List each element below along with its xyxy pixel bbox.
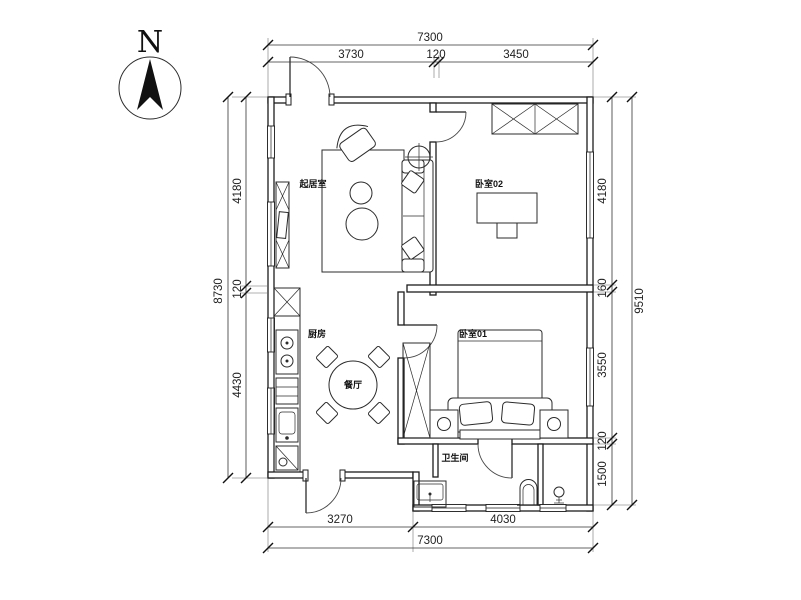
label-living-room: 起居室	[298, 178, 326, 189]
pillow-left	[458, 401, 494, 426]
sofa-pillow-top	[401, 170, 425, 194]
dim-top-total: 7300	[417, 32, 443, 44]
bedroom02-furniture	[476, 103, 579, 239]
desk-chair	[496, 222, 518, 239]
walls	[267, 96, 594, 512]
living-room-furniture	[275, 124, 434, 273]
dim-top-seg2: 120	[426, 49, 445, 61]
coffee-table-small	[349, 181, 373, 205]
dim-left-seg1: 4180	[232, 178, 244, 204]
entry-door	[285, 56, 335, 106]
wall-bed01-west-top	[397, 291, 405, 326]
label-kitchen: 厨房	[308, 328, 326, 339]
dim-bottom-seg2: 4030	[490, 514, 516, 526]
dim-left-seg2: 120	[232, 279, 244, 298]
wardrobe-bed01	[402, 342, 431, 439]
dining-chair-sw	[316, 402, 338, 424]
dim-bottom-seg1: 3270	[327, 514, 353, 526]
bedroom01-door	[403, 324, 438, 359]
wall-bath-divider	[537, 443, 544, 506]
label-dining-room: 餐厅	[343, 379, 362, 390]
vanity-sink	[413, 480, 447, 508]
windows	[267, 125, 594, 512]
kitchen-shelf	[275, 377, 299, 405]
nightstand-left	[429, 409, 459, 439]
wall-living-bed02-stub	[429, 102, 437, 113]
fridge-cabinet	[273, 287, 301, 317]
label-bedroom-01: 卧室01	[459, 328, 487, 339]
dim-right-seg2: 160	[597, 278, 609, 297]
dining-chair-se	[368, 402, 390, 424]
sofa-pillow-bottom	[401, 236, 425, 260]
tv-screen	[276, 211, 289, 240]
label-bedroom-02: 卧室02	[475, 178, 503, 189]
dim-right-seg4: 120	[597, 431, 609, 450]
label-bathroom: 卫生间	[441, 452, 468, 463]
double-bed	[447, 329, 553, 440]
coffee-table-large	[345, 207, 379, 241]
wall-top	[329, 96, 594, 104]
dimension-left: 8730 4180 120 4430	[213, 91, 267, 484]
dim-right-seg1: 4180	[597, 178, 609, 204]
north-letter: N	[137, 25, 163, 60]
bathroom-furniture	[413, 479, 565, 508]
dim-right-seg3: 3550	[597, 352, 609, 378]
kitchen-furniture	[273, 287, 301, 473]
dim-bottom-total: 7300	[417, 535, 443, 547]
dim-right-total: 9510	[634, 288, 646, 314]
wall-bottom-left-b	[340, 471, 414, 479]
dim-top-seg1: 3730	[338, 49, 364, 61]
bathroom-door	[477, 443, 513, 479]
armchair	[336, 124, 376, 162]
washing-machine	[275, 445, 299, 471]
dimension-bottom: 3270 4030 7300	[262, 479, 599, 554]
dining-table	[328, 360, 378, 410]
kitchen-sink	[275, 407, 299, 443]
headboard	[459, 429, 541, 440]
north-indicator: N	[118, 25, 182, 120]
floor-drain-shower	[553, 486, 565, 504]
pillow-right	[501, 401, 536, 426]
dimension-top: 7300 3730 120 3450	[262, 32, 599, 96]
dim-right-seg5: 1500	[597, 461, 609, 487]
sofa	[401, 159, 434, 273]
nightstand-right	[539, 409, 569, 439]
wall-bath-west-stub	[432, 443, 439, 478]
desk	[476, 192, 538, 224]
dining-furniture	[316, 346, 390, 424]
toilet	[517, 479, 540, 506]
wall-mid-horizontal	[406, 284, 594, 293]
dining-chair-nw	[316, 346, 338, 368]
compass-circle	[118, 56, 182, 120]
bedroom01-furniture	[402, 329, 569, 440]
dim-left-seg3: 4430	[232, 372, 244, 398]
side-table-plant	[405, 143, 433, 171]
kitchen-counter	[273, 315, 301, 473]
dim-left-total: 8730	[213, 278, 225, 304]
tv-stand	[275, 181, 290, 269]
north-arrow-icon	[137, 59, 163, 110]
stove	[275, 329, 299, 375]
bedroom02-door	[435, 111, 467, 143]
dim-top-seg3: 3450	[503, 49, 529, 61]
wardrobe-bed02	[491, 103, 579, 135]
wall-bottom-left-a	[267, 471, 307, 479]
balcony-door	[302, 469, 346, 514]
dimension-right: 4180 160 3550 120 1500 9510	[594, 91, 646, 511]
dining-chair-ne	[368, 346, 390, 368]
